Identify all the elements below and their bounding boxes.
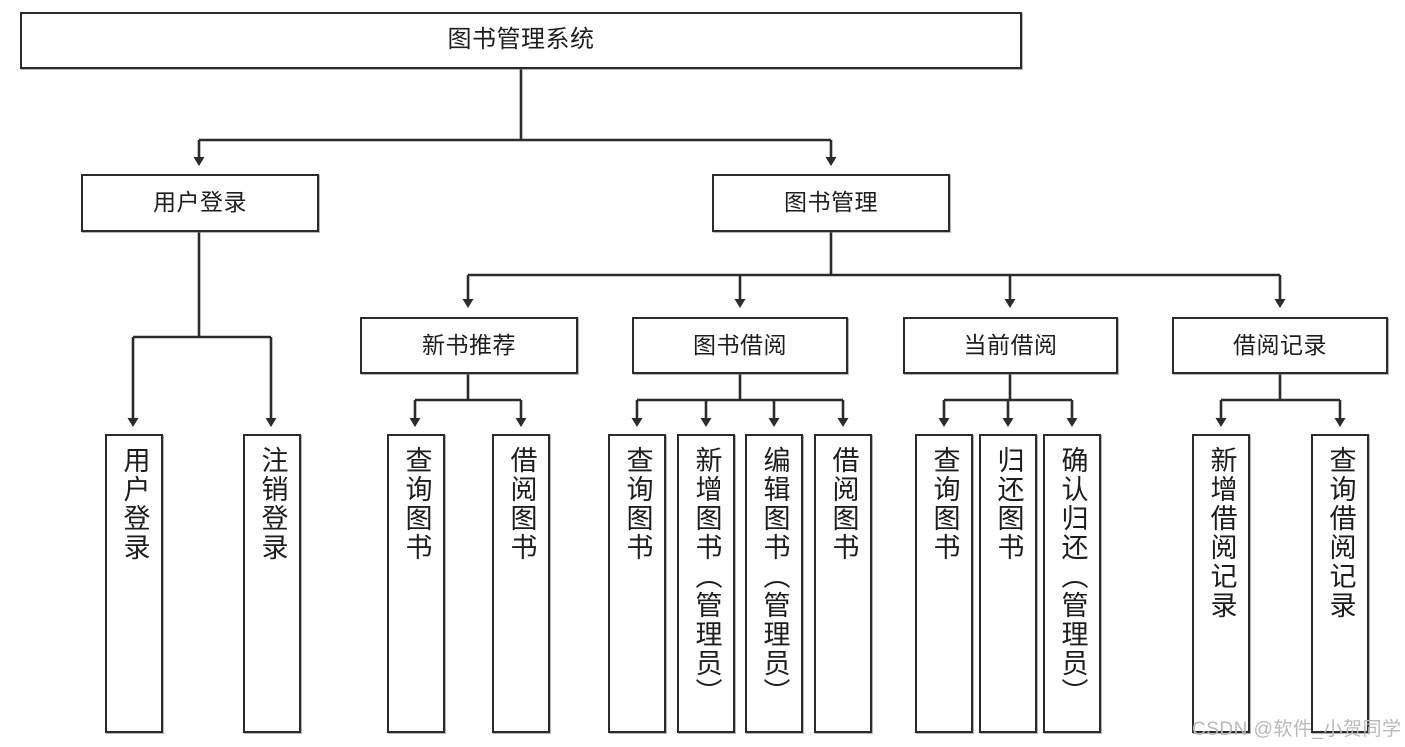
node-leaf-query-record-label: 查询借阅记录 <box>1325 446 1356 620</box>
node-leaf-add-record-label: 新增借阅记录 <box>1206 446 1237 620</box>
node-leaf-confirm-return-label: 确认归还（管理员） <box>1057 446 1088 707</box>
node-leaf-borrow-book-2-label: 借阅图书 <box>828 446 859 562</box>
node-leaf-add-record[interactable]: 新增借阅记录 <box>1192 434 1250 733</box>
node-current-borrow[interactable]: 当前借阅 <box>903 317 1118 374</box>
node-leaf-query-book-1-label: 查询图书 <box>401 446 432 562</box>
node-leaf-borrow-book-1[interactable]: 借阅图书 <box>492 434 550 733</box>
node-leaf-user-login[interactable]: 用户登录 <box>105 434 163 733</box>
node-leaf-query-book-2-label: 查询图书 <box>622 446 653 562</box>
node-leaf-query-book-3-label: 查询图书 <box>929 446 960 562</box>
node-new-book-rec[interactable]: 新书推荐 <box>360 317 578 374</box>
node-borrow-record-label: 借阅记录 <box>1233 331 1327 358</box>
node-new-book-rec-label: 新书推荐 <box>422 331 516 358</box>
node-leaf-borrow-book-1-label: 借阅图书 <box>506 446 537 562</box>
node-borrow-record[interactable]: 借阅记录 <box>1172 317 1388 374</box>
node-leaf-borrow-book-2[interactable]: 借阅图书 <box>814 434 872 733</box>
node-leaf-user-login-label: 用户登录 <box>119 446 150 562</box>
node-leaf-confirm-return[interactable]: 确认归还（管理员） <box>1043 434 1101 733</box>
node-leaf-query-record[interactable]: 查询借阅记录 <box>1311 434 1369 733</box>
node-user-login[interactable]: 用户登录 <box>81 174 319 232</box>
node-root-label: 图书管理系统 <box>447 26 595 54</box>
node-leaf-edit-book-label: 编辑图书（管理员） <box>759 446 790 707</box>
node-leaf-logout-label: 注销登录 <box>257 446 288 562</box>
node-book-manage[interactable]: 图书管理 <box>712 174 950 232</box>
node-leaf-return-book-label: 归还图书 <box>993 446 1024 562</box>
node-leaf-add-book-label: 新增图书（管理员） <box>691 446 722 707</box>
node-leaf-return-book[interactable]: 归还图书 <box>979 434 1037 733</box>
node-leaf-add-book[interactable]: 新增图书（管理员） <box>677 434 735 733</box>
node-book-borrow[interactable]: 图书借阅 <box>632 317 848 374</box>
node-user-login-label: 用户登录 <box>153 189 247 216</box>
node-leaf-logout[interactable]: 注销登录 <box>243 434 301 733</box>
node-book-borrow-label: 图书借阅 <box>693 331 787 358</box>
node-leaf-query-book-3[interactable]: 查询图书 <box>915 434 973 733</box>
node-current-borrow-label: 当前借阅 <box>963 331 1058 358</box>
node-book-manage-label: 图书管理 <box>784 189 878 216</box>
node-leaf-query-book-2[interactable]: 查询图书 <box>608 434 666 733</box>
node-leaf-edit-book[interactable]: 编辑图书（管理员） <box>745 434 803 733</box>
node-leaf-query-book-1[interactable]: 查询图书 <box>387 434 445 733</box>
watermark-text: CSDN @软件_小贺同学 <box>1192 719 1402 740</box>
node-root[interactable]: 图书管理系统 <box>20 12 1022 69</box>
